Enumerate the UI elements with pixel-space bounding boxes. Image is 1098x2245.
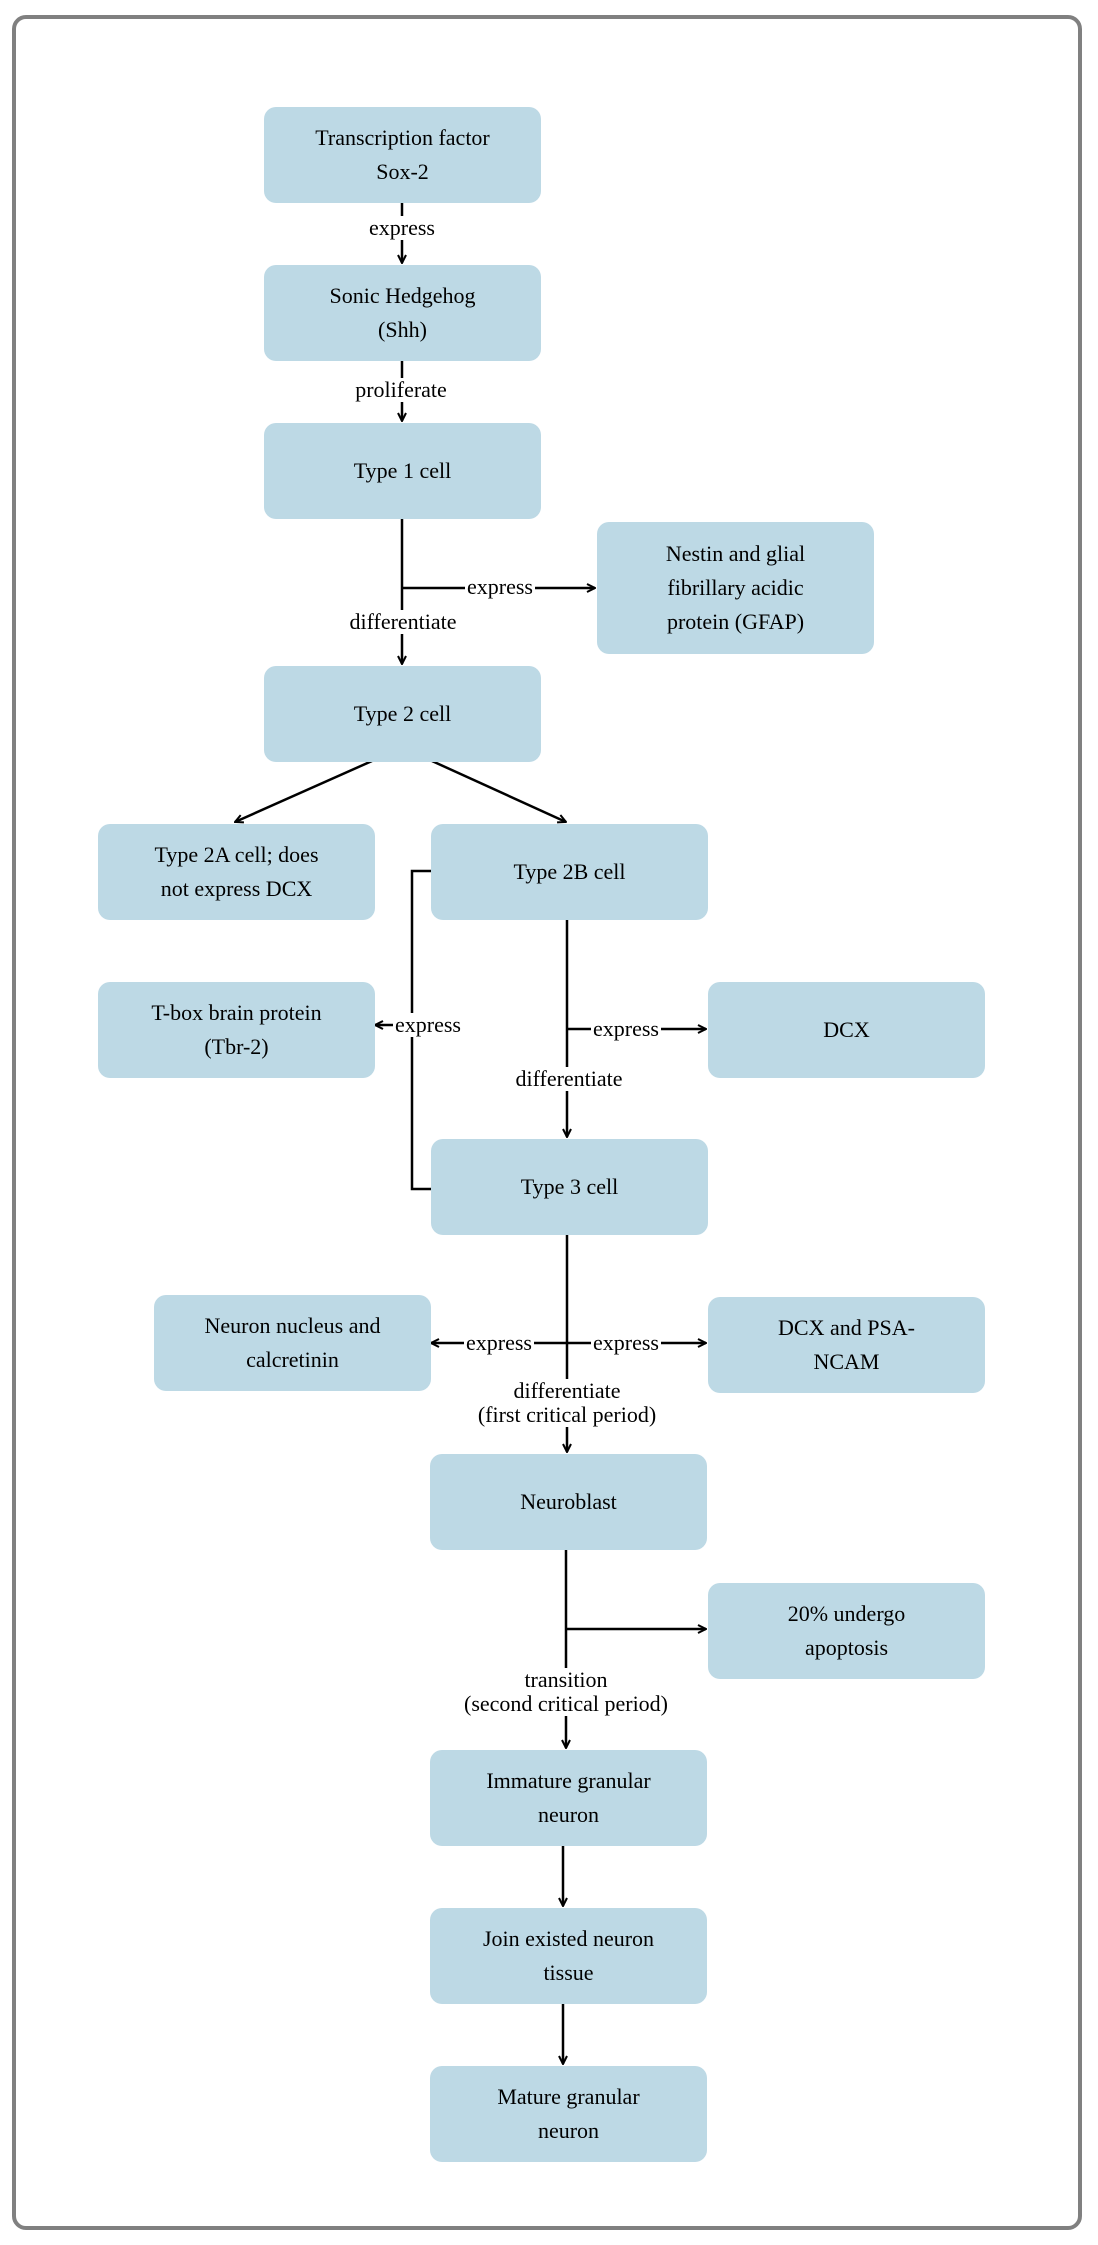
node-shh: Sonic Hedgehog (Shh) <box>264 265 541 361</box>
node-neun: Neuron nucleus and calcretinin <box>154 1295 431 1391</box>
node-dcx-psa: DCX and PSA- NCAM <box>708 1297 985 1393</box>
edge-type2-type2a <box>235 759 373 822</box>
edge-type2-type2b <box>431 759 566 822</box>
edge-label-express-dcx-psa: express <box>591 1330 661 1355</box>
node-type2: Type 2 cell <box>264 666 541 762</box>
node-type1: Type 1 cell <box>264 423 541 519</box>
node-apoptosis: 20% undergo apoptosis <box>708 1583 985 1679</box>
node-neuroblast: Neuroblast <box>430 1454 707 1550</box>
node-nestin: Nestin and glial fibrillary acidic prote… <box>597 522 874 654</box>
edge-label-transition: transition (second critical period) <box>461 1667 671 1716</box>
node-type2b: Type 2B cell <box>431 824 708 920</box>
node-dcx: DCX <box>708 982 985 1078</box>
node-immature: Immature granular neuron <box>430 1750 707 1846</box>
edge-label-express-1: express <box>367 215 437 240</box>
node-tbr2: T-box brain protein (Tbr-2) <box>98 982 375 1078</box>
node-type3: Type 3 cell <box>431 1139 708 1235</box>
edge-label-express-dcx: express <box>591 1016 661 1041</box>
node-sox2: Transcription factor Sox-2 <box>264 107 541 203</box>
edge-label-express-nestin: express <box>465 574 535 599</box>
edge-label-express-neun: express <box>464 1330 534 1355</box>
edge-label-differentiate-3: differentiate (first critical period) <box>475 1378 659 1427</box>
edge-label-differentiate-2: differentiate <box>513 1066 625 1091</box>
diagram-frame <box>12 15 1082 2230</box>
node-join: Join existed neuron tissue <box>430 1908 707 2004</box>
node-mature: Mature granular neuron <box>430 2066 707 2162</box>
node-type2a: Type 2A cell; does not express DCX <box>98 824 375 920</box>
edge-label-proliferate: proliferate <box>353 377 449 402</box>
edge-label-express-tbr2: express <box>393 1012 463 1037</box>
edge-label-differentiate-1: differentiate <box>347 609 459 634</box>
